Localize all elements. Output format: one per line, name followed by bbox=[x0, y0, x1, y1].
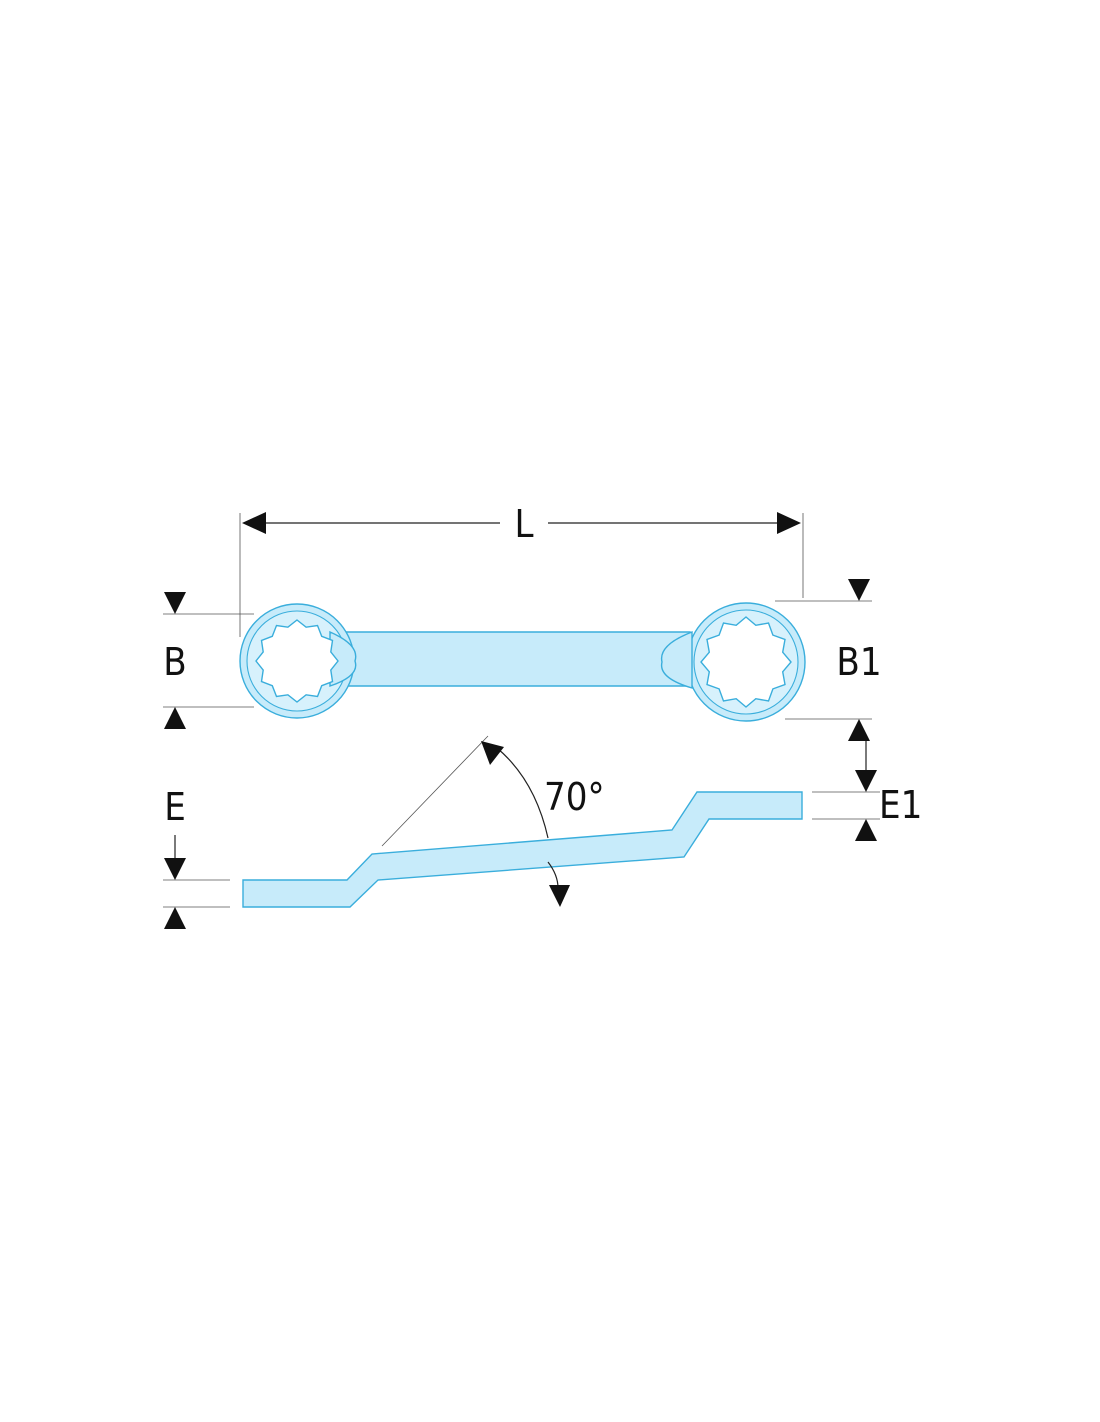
label-b1: B1 bbox=[836, 640, 881, 684]
right-neck bbox=[660, 630, 693, 689]
arrow-down-icon bbox=[855, 770, 877, 792]
arrow-down-icon bbox=[164, 858, 186, 880]
wrench-offset-profile bbox=[242, 791, 803, 908]
dimension-l: L bbox=[239, 502, 804, 637]
wrench-shank bbox=[329, 631, 691, 687]
dimension-b: B bbox=[163, 592, 254, 729]
arrow-up-icon bbox=[855, 819, 877, 841]
arrow-up-icon bbox=[848, 719, 870, 741]
arrow-right-icon bbox=[777, 512, 801, 534]
label-e: E bbox=[164, 785, 186, 829]
arrow-up-icon bbox=[164, 907, 186, 929]
left-12-point-socket bbox=[255, 619, 339, 703]
arrow-angle-start-icon bbox=[481, 741, 504, 765]
dimension-angle: 70° bbox=[381, 735, 605, 907]
left-neck bbox=[329, 630, 357, 687]
label-l: L bbox=[514, 502, 533, 546]
arrow-down-icon bbox=[848, 579, 870, 601]
wrench-side-view bbox=[242, 791, 803, 908]
dimension-b1: B1 bbox=[775, 579, 882, 741]
dimension-e1: E1 bbox=[812, 741, 922, 841]
label-b: B bbox=[163, 640, 186, 684]
arrow-down-icon bbox=[164, 592, 186, 614]
dimension-e: E bbox=[163, 785, 230, 929]
arrow-up-icon bbox=[164, 707, 186, 729]
arrow-left-icon bbox=[242, 512, 266, 534]
label-e1: E1 bbox=[879, 783, 922, 827]
right-12-point-socket bbox=[700, 616, 792, 708]
arrow-angle-end-icon bbox=[549, 885, 570, 907]
wrench-top-view bbox=[239, 602, 806, 722]
label-angle: 70° bbox=[544, 775, 605, 819]
